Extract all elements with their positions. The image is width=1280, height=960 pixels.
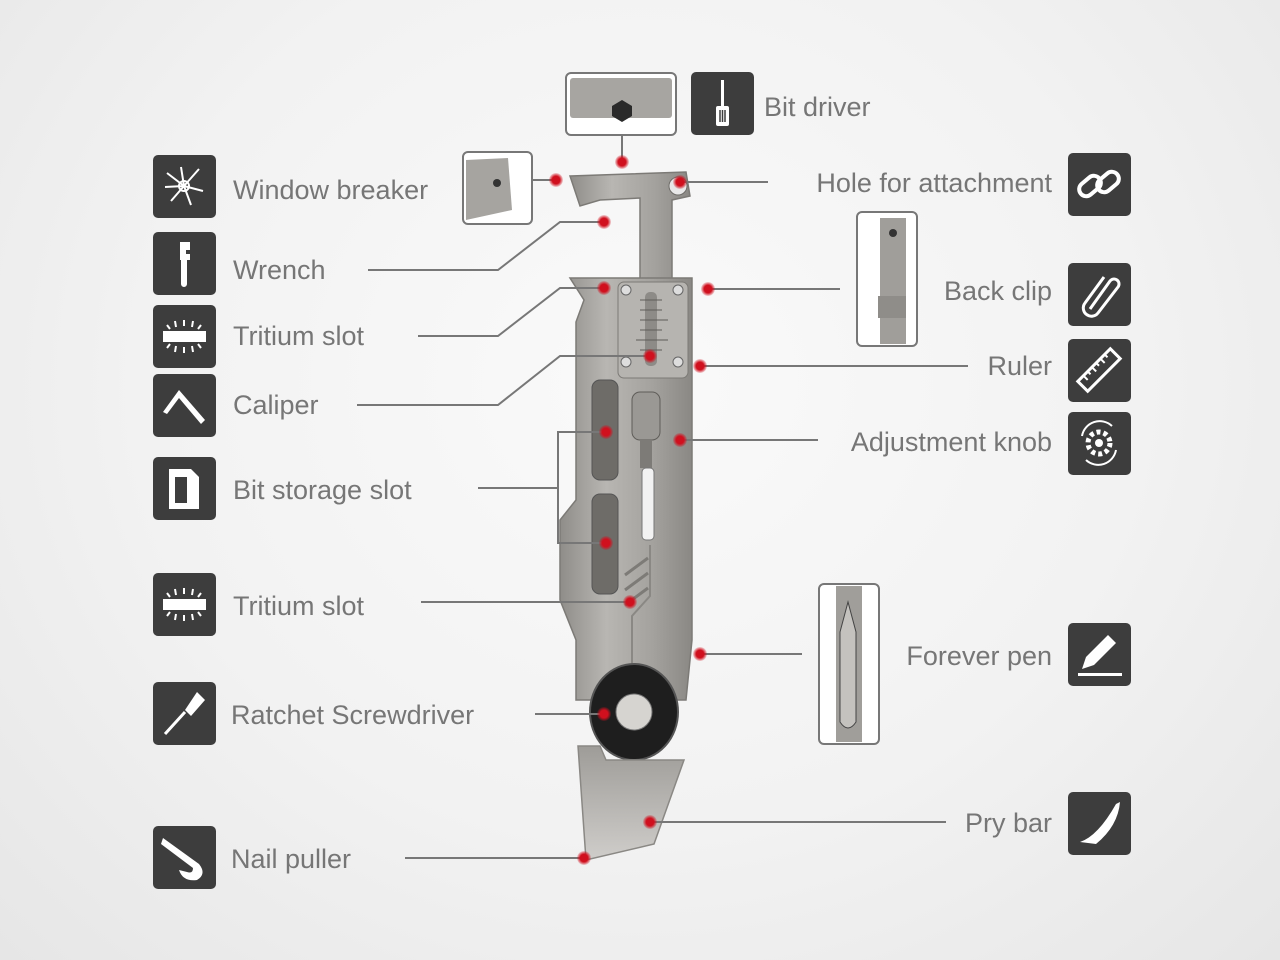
label-bit-storage-slot: Bit storage slot [233,475,412,505]
glowing-tube-icon [153,573,216,636]
dot-bit-driver [615,155,629,169]
dot-ruler [693,359,707,373]
label-forever-pen: Forever pen [906,641,1052,671]
label-wrench: Wrench [233,255,326,285]
dot-window-breaker [549,173,563,187]
label-hole-for-attachment: Hole for attachment [816,168,1052,198]
label-bit-driver: Bit driver [764,92,871,122]
dot-caliper [643,349,657,363]
multitool-body [559,171,693,861]
dot-bit-slot-2 [599,536,613,550]
label-back-clip: Back clip [943,276,1052,306]
paperclip-icon [1068,263,1131,326]
callout-dots [549,155,715,865]
label-adjustment-knob: Adjustment knob [850,427,1052,457]
dot-pry-bar [643,815,657,829]
dot-nail-puller [577,851,591,865]
dot-tritium-1 [597,281,611,295]
caliper-icon [153,374,216,437]
glowing-tube-icon [153,305,216,368]
dot-hole [673,175,687,189]
window-breaker-inset [462,151,533,225]
bit-storage-icon [153,457,216,520]
back-clip-inset [856,211,918,347]
gear-cycle-icon [1068,412,1131,475]
dot-pen [693,647,707,661]
dot-wrench [597,215,611,229]
dot-back-clip [701,282,715,296]
label-caliper: Caliper [233,390,319,420]
dot-bit-slot-1 [599,425,613,439]
leader-lines [357,135,968,859]
screwdriver-icon [153,682,216,745]
label-window-breaker: Window breaker [233,175,429,205]
screwdriver-icon [691,72,754,135]
label-tritium-slot-1: Tritium slot [233,321,365,351]
chain-link-icon [1068,153,1131,216]
nail-puller-icon [153,826,216,889]
label-tritium-slot-2: Tritium slot [233,591,365,621]
shattered-glass-icon [153,155,216,218]
bit-driver-inset [565,72,677,136]
label-ruler: Ruler [987,351,1052,381]
dot-ratchet [597,707,611,721]
dot-knob [673,433,687,447]
label-ratchet-screwdriver: Ratchet Screwdriver [231,700,475,730]
label-pry-bar: Pry bar [964,808,1052,838]
label-nail-puller: Nail puller [231,844,352,874]
forever-pen-inset [818,583,880,745]
dot-tritium-2 [623,595,637,609]
pry-bar-icon [1068,792,1131,855]
pen-icon [1068,623,1131,686]
ruler-icon [1068,339,1131,402]
wrench-icon [153,232,216,295]
